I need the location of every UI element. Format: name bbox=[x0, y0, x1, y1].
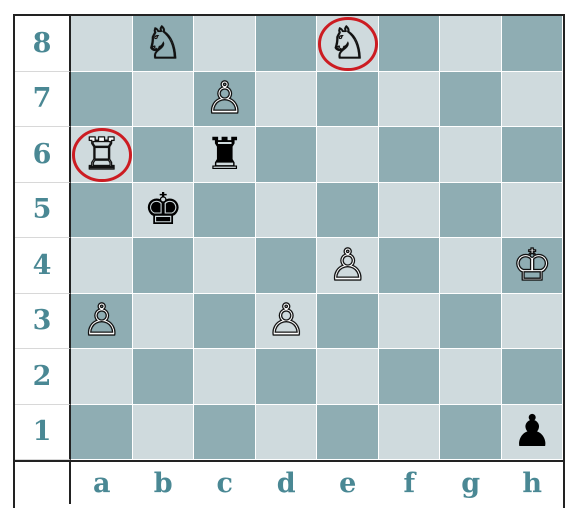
square-a5[interactable] bbox=[71, 183, 133, 239]
square-f3[interactable] bbox=[379, 294, 441, 350]
square-d1[interactable] bbox=[256, 405, 318, 461]
square-f1[interactable] bbox=[379, 405, 441, 461]
square-f8[interactable] bbox=[379, 16, 441, 72]
square-c4[interactable] bbox=[194, 238, 256, 294]
square-c2[interactable] bbox=[194, 349, 256, 405]
square-f7[interactable] bbox=[379, 72, 441, 128]
square-c3[interactable] bbox=[194, 294, 256, 350]
square-b1[interactable] bbox=[133, 405, 195, 461]
square-e3[interactable] bbox=[317, 294, 379, 350]
square-h3[interactable] bbox=[502, 294, 564, 350]
rank-label-6: 6 bbox=[15, 127, 71, 183]
white-pawn-icon[interactable]: ♙ bbox=[194, 72, 256, 128]
square-g7[interactable] bbox=[440, 72, 502, 128]
square-h2[interactable] bbox=[502, 349, 564, 405]
square-c1[interactable] bbox=[194, 405, 256, 461]
rank-label-1: 1 bbox=[15, 405, 71, 461]
square-a2[interactable] bbox=[71, 349, 133, 405]
square-b6[interactable] bbox=[133, 127, 195, 183]
rank-label-2: 2 bbox=[15, 349, 71, 405]
file-label-c: c bbox=[194, 460, 256, 504]
square-h6[interactable] bbox=[502, 127, 564, 183]
square-a7[interactable] bbox=[71, 72, 133, 128]
white-pawn-icon[interactable]: ♙ bbox=[317, 238, 379, 294]
square-d5[interactable] bbox=[256, 183, 318, 239]
rank-label-8: 8 bbox=[15, 16, 71, 72]
square-g3[interactable] bbox=[440, 294, 502, 350]
square-b2[interactable] bbox=[133, 349, 195, 405]
file-label-b: b bbox=[133, 460, 195, 504]
white-pawn-icon[interactable]: ♙ bbox=[71, 294, 133, 350]
square-d2[interactable] bbox=[256, 349, 318, 405]
square-a4[interactable] bbox=[71, 238, 133, 294]
file-label-e: e bbox=[317, 460, 379, 504]
square-g1[interactable] bbox=[440, 405, 502, 461]
square-d7[interactable] bbox=[256, 72, 318, 128]
highlight-circle-a6 bbox=[72, 128, 132, 182]
square-f2[interactable] bbox=[379, 349, 441, 405]
square-c8[interactable] bbox=[194, 16, 256, 72]
file-label-h: h bbox=[502, 460, 564, 504]
file-label-f: f bbox=[379, 460, 441, 504]
square-g6[interactable] bbox=[440, 127, 502, 183]
square-a1[interactable] bbox=[71, 405, 133, 461]
file-label-g: g bbox=[440, 460, 502, 504]
square-b7[interactable] bbox=[133, 72, 195, 128]
square-f4[interactable] bbox=[379, 238, 441, 294]
file-label-a: a bbox=[71, 460, 133, 504]
highlight-circle-e8 bbox=[318, 17, 378, 71]
square-a8[interactable] bbox=[71, 16, 133, 72]
board-corner bbox=[15, 460, 71, 504]
square-d4[interactable] bbox=[256, 238, 318, 294]
black-king-icon[interactable]: ♚ bbox=[133, 183, 195, 239]
square-h7[interactable] bbox=[502, 72, 564, 128]
white-king-icon[interactable]: ♔ bbox=[502, 238, 564, 294]
square-g8[interactable] bbox=[440, 16, 502, 72]
square-e1[interactable] bbox=[317, 405, 379, 461]
square-c5[interactable] bbox=[194, 183, 256, 239]
square-g5[interactable] bbox=[440, 183, 502, 239]
file-label-d: d bbox=[256, 460, 318, 504]
square-e2[interactable] bbox=[317, 349, 379, 405]
square-g2[interactable] bbox=[440, 349, 502, 405]
square-b3[interactable] bbox=[133, 294, 195, 350]
square-d6[interactable] bbox=[256, 127, 318, 183]
white-pawn-icon[interactable]: ♙ bbox=[256, 294, 318, 350]
square-b4[interactable] bbox=[133, 238, 195, 294]
white-knight-icon[interactable]: ♘ bbox=[133, 16, 195, 72]
black-rook-icon[interactable]: ♜ bbox=[194, 127, 256, 183]
square-e7[interactable] bbox=[317, 72, 379, 128]
square-d8[interactable] bbox=[256, 16, 318, 72]
square-g4[interactable] bbox=[440, 238, 502, 294]
rank-label-4: 4 bbox=[15, 238, 71, 294]
rank-label-7: 7 bbox=[15, 72, 71, 128]
rank-label-3: 3 bbox=[15, 294, 71, 350]
square-e5[interactable] bbox=[317, 183, 379, 239]
square-h8[interactable] bbox=[502, 16, 564, 72]
square-h5[interactable] bbox=[502, 183, 564, 239]
black-pawn-icon[interactable]: ♟ bbox=[502, 405, 564, 461]
square-f6[interactable] bbox=[379, 127, 441, 183]
square-e6[interactable] bbox=[317, 127, 379, 183]
square-f5[interactable] bbox=[379, 183, 441, 239]
rank-label-5: 5 bbox=[15, 183, 71, 239]
